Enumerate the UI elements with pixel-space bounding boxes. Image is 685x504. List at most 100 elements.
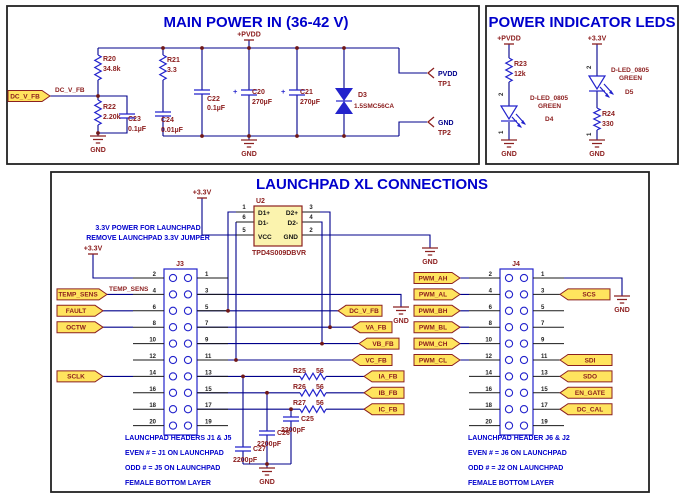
fault-flag: FAULT <box>56 304 104 317</box>
r25-value: 56 <box>316 368 324 375</box>
r26-value: 56 <box>316 384 324 391</box>
pin-circle <box>183 306 193 315</box>
main-power-section: MAIN POWER IN (36-42 V) +PVDD <box>6 5 480 165</box>
pin-circle <box>504 355 514 365</box>
v33-power-symbol: +3.3V <box>588 36 607 45</box>
pin-circle <box>519 339 529 348</box>
u2-num-6: 6 <box>242 215 246 221</box>
pin-circle <box>168 290 178 299</box>
pin-circle <box>519 405 529 414</box>
pin-circle <box>183 421 193 430</box>
d4-pin-1: 1 <box>499 130 505 134</box>
gnd-bars <box>393 306 409 315</box>
v33-power-symbol: +3.3V <box>193 190 212 199</box>
note: ODD # = J2 ON LAUNCHPAD <box>468 465 563 472</box>
flag-shape <box>56 288 108 301</box>
pin-circle <box>183 355 193 365</box>
pin-number: 18 <box>149 403 156 409</box>
j3-ref: J3 <box>176 261 184 268</box>
u2-part: TPD4S009DBVR <box>252 250 306 257</box>
u2-num-2: 2 <box>309 228 313 234</box>
c21-ref: C21 <box>300 89 313 96</box>
en-gate-flag: EN_GATE <box>559 386 613 399</box>
pin-circle <box>168 339 178 348</box>
gnd-bars <box>241 139 257 148</box>
pwm-al-flag: PWM_AL <box>413 288 461 301</box>
tp2-net: GND <box>438 120 454 127</box>
u2-num-3: 3 <box>309 205 313 211</box>
flag-shape <box>7 90 51 102</box>
note: FEMALE BOTTOM LAYER <box>468 480 554 487</box>
pin-number: 6 <box>153 305 157 311</box>
tp1-ref: TP1 <box>438 81 451 88</box>
power-label: +3.3V <box>193 190 212 197</box>
pin-number: 15 <box>541 387 548 393</box>
c21-polarity: + <box>281 87 286 96</box>
pin-circle <box>519 306 529 315</box>
pin-number: 16 <box>149 387 156 393</box>
notes-right: LAUNCHPAD HEADER J6 & J2 EVEN # = J6 ON … <box>468 435 570 487</box>
section-border <box>6 5 480 165</box>
r22-ref: R22 <box>103 104 116 111</box>
flag-shape <box>337 304 383 317</box>
pin-number: 4 <box>153 288 157 294</box>
flag-shape <box>56 370 104 383</box>
section-border <box>485 5 679 165</box>
flag-shape <box>413 288 461 301</box>
flag-label: PWM_AH <box>419 275 448 282</box>
r24-value: 330 <box>602 121 614 128</box>
flag-shape <box>363 370 405 383</box>
power-label: +3.3V <box>588 36 607 43</box>
power-label: +PVDD <box>497 36 521 43</box>
c21-capacitor <box>289 89 305 96</box>
pin-circle <box>504 290 514 299</box>
c20-value: 270µF <box>252 99 273 106</box>
u2-pin-d2p: D2+ <box>286 210 298 217</box>
r25-ref: R25 <box>293 368 306 375</box>
pvdd-power-symbol: +PVDD <box>497 36 521 45</box>
r20-ref: R20 <box>103 56 116 63</box>
power-label: +PVDD <box>237 32 261 39</box>
c25-value: 2200pF <box>281 427 306 434</box>
pin-circle <box>168 388 178 397</box>
pin-number: 19 <box>205 420 212 426</box>
resistor-zigzag <box>158 54 168 81</box>
note-line-2: REMOVE LAUNCHPAD 3.3V JUMPER <box>86 235 210 242</box>
d3-tvs-diode <box>335 88 353 114</box>
pin-circle <box>504 339 514 348</box>
pin-circle <box>504 405 514 414</box>
flag-shape <box>363 403 405 416</box>
flag-label: VC_FB <box>365 357 387 364</box>
wires <box>508 44 598 140</box>
d4-pin-2: 2 <box>499 92 505 96</box>
r20-resistor <box>93 54 103 81</box>
pin-number: 2 <box>489 272 493 278</box>
c20-polarity: + <box>233 87 238 96</box>
note: LAUNCHPAD HEADER J6 & J2 <box>468 435 570 442</box>
resistor-zigzag <box>299 372 327 381</box>
pin-circle <box>168 273 178 283</box>
pin-number: 9 <box>205 338 209 344</box>
c23-capacitor <box>119 113 135 119</box>
gnd-label: GND <box>614 307 630 314</box>
flag-shape <box>351 354 393 366</box>
v33-power-symbol: +3.3V <box>84 246 103 255</box>
flag-label: IA_FB <box>379 374 398 381</box>
pin-number: 7 <box>541 321 545 327</box>
c23-value: 0.1µF <box>128 126 147 133</box>
note-line-1: 3.3V POWER FOR LAUNCHPAD <box>95 225 200 232</box>
flag-shape <box>559 288 611 301</box>
r21-resistor <box>158 54 168 81</box>
flag-label: VB_FB <box>372 341 394 348</box>
flag-label: SDO <box>583 374 597 381</box>
flag-shape <box>358 337 400 350</box>
flag-label: PWM_BH <box>419 308 448 315</box>
flag-shape <box>559 354 613 366</box>
flag-label: PWM_CL <box>419 357 447 364</box>
pwm-bh-flag: PWM_BH <box>413 304 461 317</box>
r26-resistor <box>299 388 327 398</box>
u2-pin-gnd: GND <box>284 234 299 241</box>
power-label: +3.3V <box>84 246 103 253</box>
c27-ref: C27 <box>253 446 266 453</box>
flag-label: DC_CAL <box>577 407 603 414</box>
